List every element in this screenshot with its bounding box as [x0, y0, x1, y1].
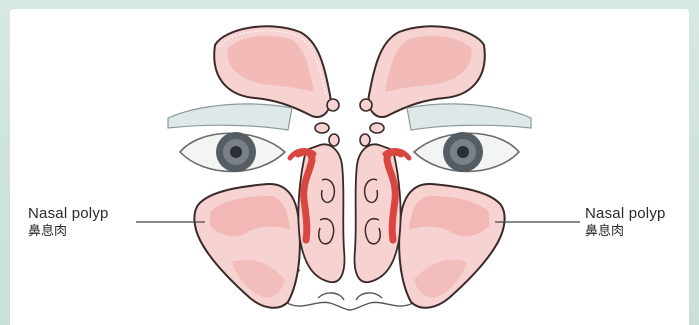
eyebrow-right	[407, 104, 531, 130]
label-zh: 鼻息肉	[585, 225, 666, 240]
label-nasal-polyp-right: Nasal polyp 鼻息肉	[585, 205, 666, 240]
label-zh: 鼻息肉	[28, 225, 109, 240]
label-en: Nasal polyp	[28, 205, 109, 222]
nose-outline	[282, 270, 419, 310]
frontal-sinus-right	[369, 26, 485, 117]
eye-left	[180, 132, 285, 172]
frontal-sinus-left	[214, 26, 330, 117]
maxillary-sinus-right	[399, 184, 504, 308]
label-en: Nasal polyp	[585, 205, 666, 222]
maxillary-sinus-left	[194, 184, 299, 308]
eye-right	[414, 132, 519, 172]
label-nasal-polyp-left: Nasal polyp 鼻息肉	[28, 205, 109, 240]
eyebrow-left	[168, 104, 292, 130]
